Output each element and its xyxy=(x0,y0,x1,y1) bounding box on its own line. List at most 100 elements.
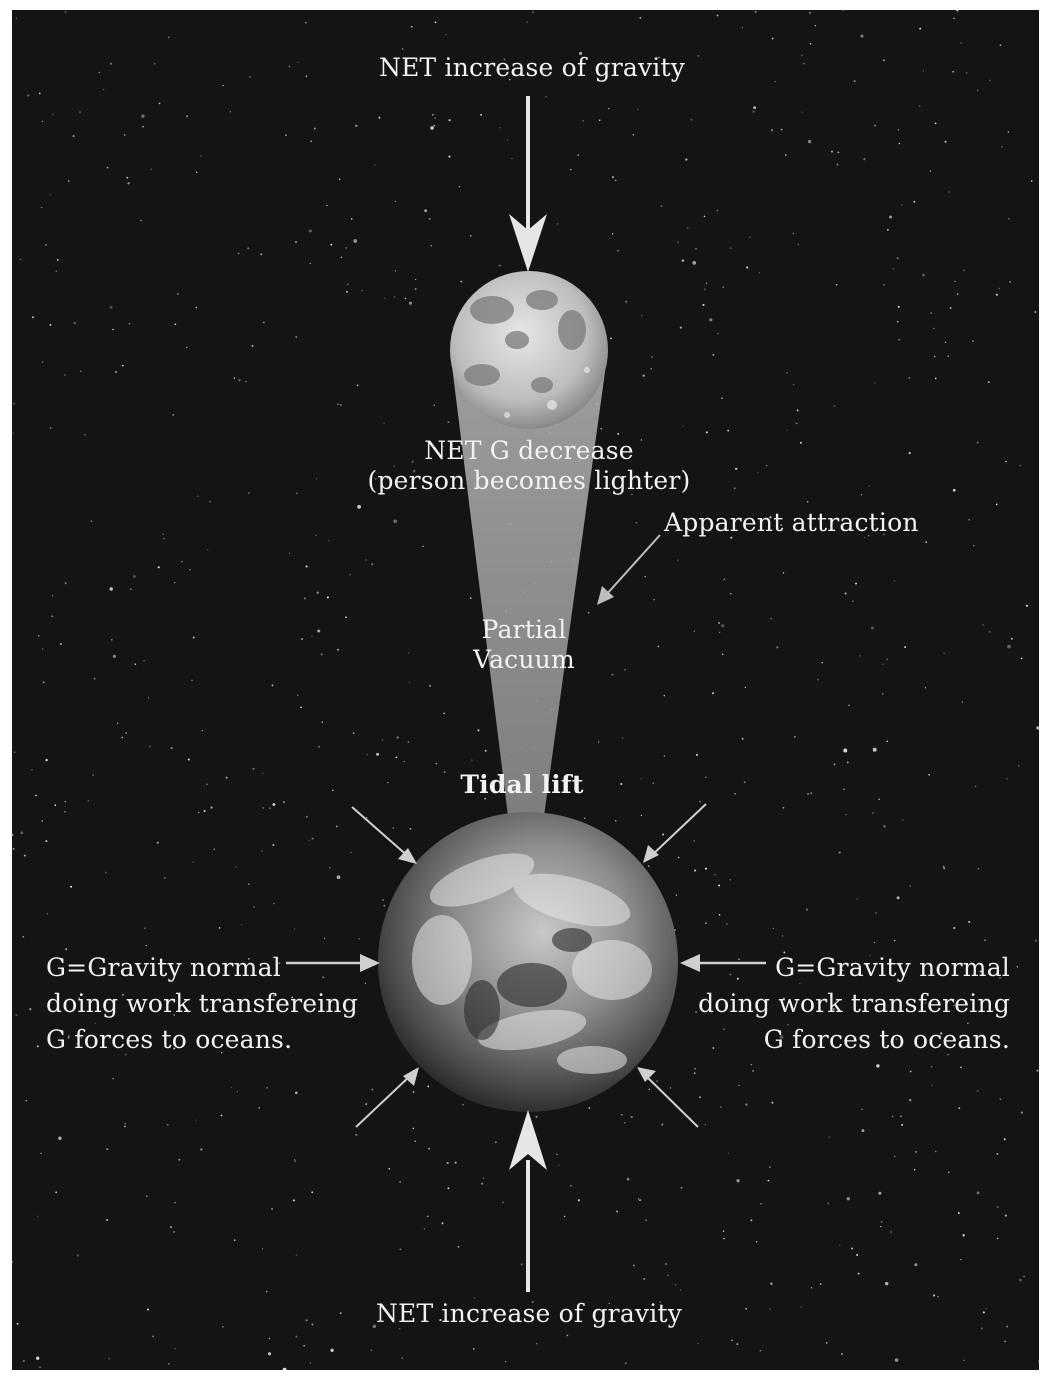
star xyxy=(845,592,847,594)
star xyxy=(966,72,968,74)
star xyxy=(925,541,927,543)
star xyxy=(815,25,816,26)
star xyxy=(470,235,472,237)
star xyxy=(695,248,696,249)
star xyxy=(47,913,49,915)
star xyxy=(948,191,949,192)
star xyxy=(948,1172,950,1174)
star xyxy=(168,37,170,39)
star xyxy=(23,1360,25,1362)
star xyxy=(981,1327,983,1329)
star xyxy=(694,870,696,872)
star xyxy=(283,801,285,803)
star xyxy=(852,600,853,601)
star xyxy=(263,322,265,324)
star xyxy=(42,361,44,363)
star xyxy=(41,207,42,208)
star xyxy=(388,1168,390,1170)
star xyxy=(168,1363,169,1364)
star xyxy=(667,1275,668,1276)
star xyxy=(536,1343,537,1344)
star xyxy=(650,368,651,369)
star xyxy=(122,365,124,367)
star xyxy=(430,245,431,246)
star xyxy=(745,687,746,688)
star xyxy=(337,404,339,406)
star xyxy=(874,382,875,383)
star xyxy=(231,1087,232,1088)
star xyxy=(14,752,15,753)
star xyxy=(408,652,410,654)
star xyxy=(615,180,617,182)
star xyxy=(395,270,396,271)
star xyxy=(887,229,889,231)
star xyxy=(234,377,236,379)
star xyxy=(665,1263,667,1265)
star xyxy=(294,928,295,929)
star xyxy=(99,72,100,73)
star xyxy=(731,1340,732,1341)
star xyxy=(458,1246,460,1248)
star xyxy=(922,274,925,277)
star xyxy=(1021,657,1023,659)
star xyxy=(822,662,823,663)
star xyxy=(1017,966,1018,967)
star xyxy=(759,272,760,273)
star xyxy=(234,1239,236,1241)
star xyxy=(318,746,320,748)
star xyxy=(434,404,435,405)
star xyxy=(868,485,870,487)
star xyxy=(174,1348,175,1349)
diagram-artwork xyxy=(12,10,1039,1370)
star xyxy=(624,669,626,671)
star xyxy=(931,1084,932,1085)
star xyxy=(953,18,954,19)
star xyxy=(485,750,487,752)
star xyxy=(222,1326,224,1328)
star xyxy=(854,80,856,82)
star xyxy=(886,741,888,743)
star xyxy=(612,176,614,178)
star xyxy=(455,1162,457,1164)
star xyxy=(186,115,188,117)
star xyxy=(262,807,263,808)
star xyxy=(351,218,353,220)
star xyxy=(909,1099,912,1102)
star xyxy=(567,1335,569,1337)
star xyxy=(769,1166,771,1168)
star xyxy=(52,595,53,596)
star xyxy=(719,632,720,633)
star xyxy=(239,379,241,381)
star xyxy=(326,205,327,206)
star xyxy=(483,1178,485,1180)
star xyxy=(336,825,338,827)
star xyxy=(60,643,62,645)
star xyxy=(448,421,450,423)
star xyxy=(358,938,359,939)
star xyxy=(73,135,75,137)
star xyxy=(262,773,263,774)
star xyxy=(721,624,724,627)
star xyxy=(1004,1138,1006,1140)
star xyxy=(253,906,254,907)
star xyxy=(958,1107,960,1109)
star xyxy=(41,820,42,821)
star xyxy=(38,635,40,637)
star xyxy=(770,618,771,619)
star xyxy=(1021,1112,1023,1114)
star xyxy=(661,1123,663,1125)
net-g-decrease-line-2: (person becomes lighter) xyxy=(364,466,694,496)
star xyxy=(238,253,240,255)
star xyxy=(502,1202,503,1203)
star xyxy=(776,646,778,648)
star xyxy=(997,1238,999,1240)
star xyxy=(341,256,343,258)
star xyxy=(142,126,144,128)
apparent-attraction-label: Apparent attraction xyxy=(664,508,919,538)
star xyxy=(680,1289,681,1290)
star xyxy=(415,288,417,290)
star xyxy=(694,631,696,633)
star xyxy=(310,140,312,142)
star xyxy=(839,1244,840,1245)
star xyxy=(956,10,958,11)
